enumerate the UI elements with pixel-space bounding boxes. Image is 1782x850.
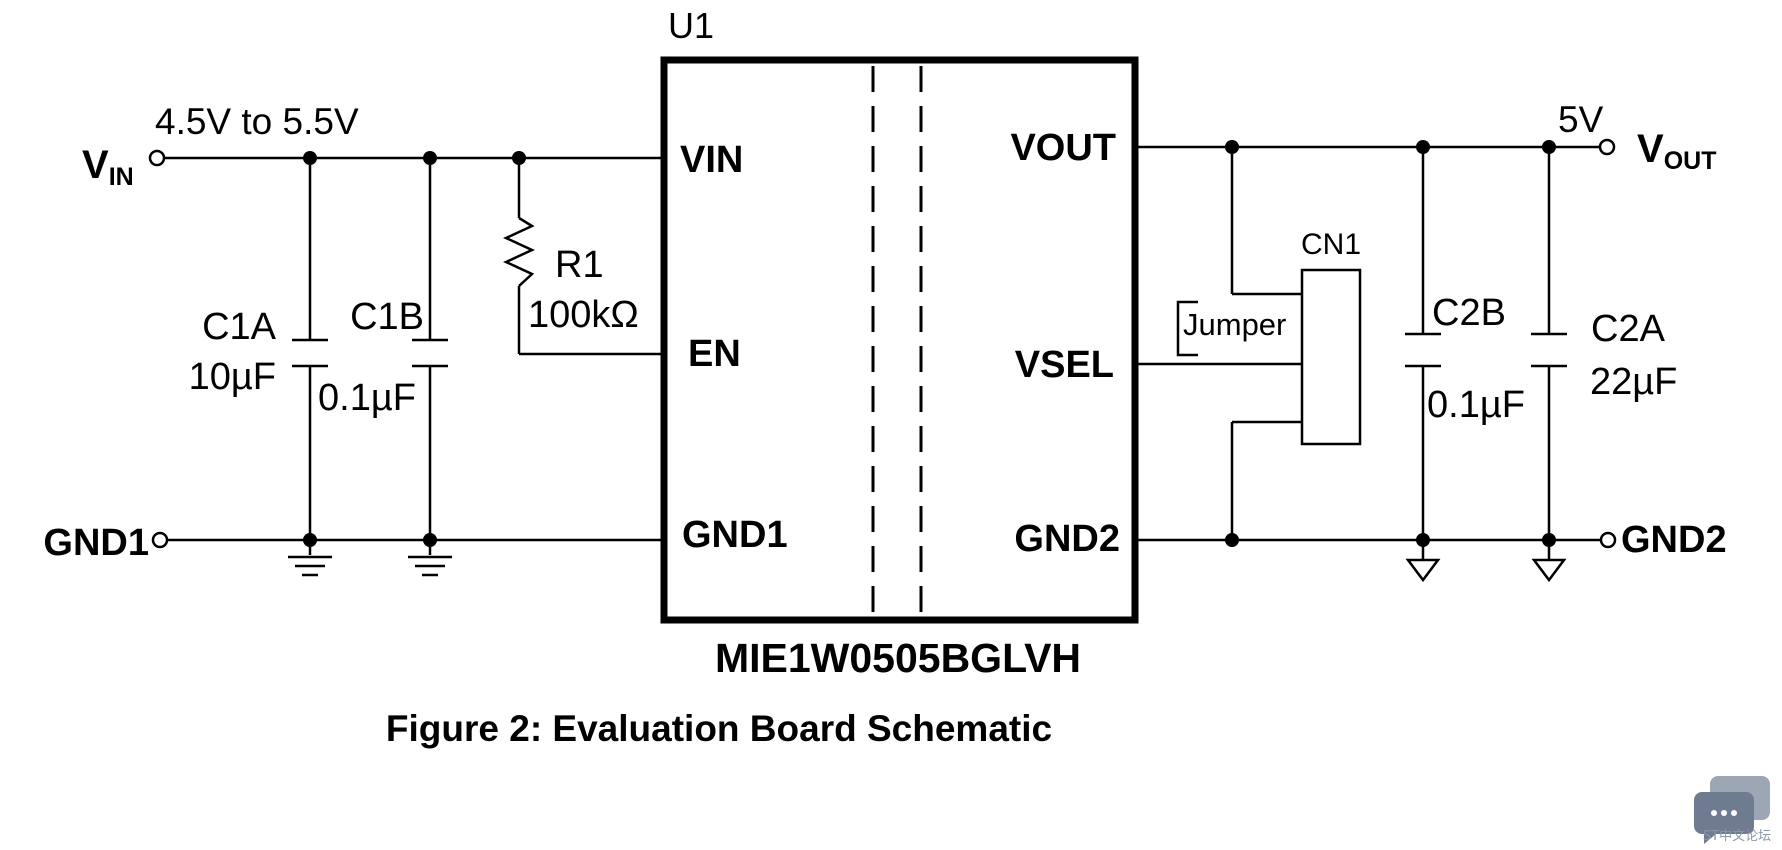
pin-label-vout: VOUT [1010,127,1116,169]
junction-dot [1225,140,1239,154]
figure-caption: Figure 2: Evaluation Board Schematic [386,708,1052,749]
junction-dot [423,533,437,547]
junction-dot [1416,533,1430,547]
gnd1-net-label: GND1 [43,522,149,564]
gnd2-net-label: GND2 [1621,519,1727,561]
c1a-value: 10µF [189,356,276,398]
vout-voltage-label: 5V [1558,99,1604,140]
ic-u1: U1 MIE1W0505BGLVH VIN EN GND1 VOUT VSEL … [660,5,1139,681]
junction-dot [1542,533,1556,547]
c1b-value: 0.1µF [318,377,416,419]
pin-label-en: EN [688,333,741,375]
junction-dot [1225,533,1239,547]
gnd1-terminal [151,531,169,549]
c2a-ref: C2A [1591,308,1666,350]
ic-designator: U1 [668,5,714,46]
cn1-ref: CN1 [1301,228,1361,261]
junction-dot [423,151,437,165]
ground-triangle-icon [1531,558,1567,583]
vin-range-label: 4.5V to 5.5V [155,101,359,142]
c1b-ref: C1B [350,296,424,338]
watermark-logo: ST中文论坛 [1694,776,1771,844]
r1-value: 100kΩ [528,294,639,336]
pin-label-vin: VIN [680,139,743,181]
ic-part-number: MIE1W0505BGLVH [715,635,1081,681]
c1a-ref: C1A [202,306,277,348]
c2a-value: 22µF [1590,361,1677,403]
pin-label-gnd1: GND1 [682,514,788,556]
output-wiring [1138,145,1601,560]
junction-dot [1542,140,1556,154]
junction-dot [1416,140,1430,154]
capacitor-c1a [292,338,328,368]
ground-symbol-icon [408,555,452,577]
capacitor-c2a [1531,332,1567,368]
vout-net-label: VOUT [1637,127,1716,175]
r1-ref: R1 [555,244,604,286]
ground-symbol-icon [288,555,332,577]
capacitor-c2b [1405,332,1441,368]
junction-dot [303,151,317,165]
c2b-value: 0.1µF [1427,384,1525,426]
resistor-r1 [503,216,535,287]
vout-terminal [1598,138,1616,156]
vin-net-label: VIN [82,143,134,191]
ground-triangle-icon [1405,558,1441,583]
connector-cn1 [1300,268,1362,446]
c2b-ref: C2B [1432,292,1506,334]
ic-body [660,56,1139,624]
jumper-label: Jumper [1183,307,1286,342]
vin-terminal [148,149,166,167]
junction-dot [512,151,526,165]
jumper-bracket [1176,300,1198,357]
pin-label-gnd2: GND2 [1014,518,1120,560]
gnd2-terminal [1599,531,1617,549]
capacitor-c1b [412,338,448,368]
pin-label-vsel: VSEL [1015,344,1114,386]
watermark-text: ST中文论坛 [1703,829,1771,844]
junction-dot [303,533,317,547]
input-wiring [164,156,661,555]
